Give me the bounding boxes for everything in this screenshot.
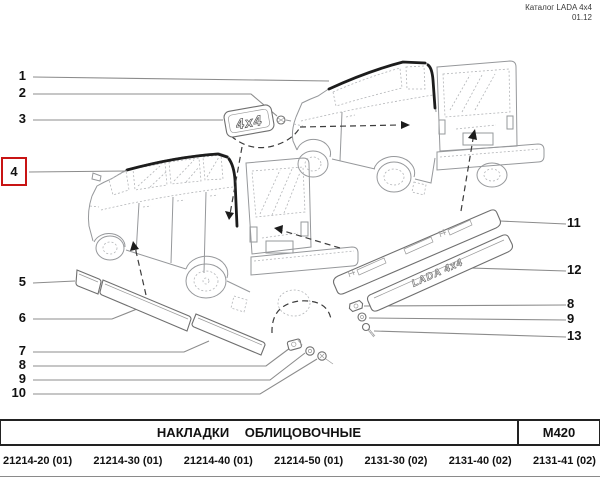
- callout-1[interactable]: 1: [18, 68, 26, 83]
- catalog-edition: 01.12: [571, 13, 592, 22]
- catalog-header: Каталог LADA 4x4 01.12: [525, 3, 592, 23]
- arrowhead: [401, 121, 410, 129]
- callout-3[interactable]: 3: [18, 111, 26, 126]
- callout-8-right[interactable]: 8: [567, 296, 575, 311]
- rear-panel-plate-upper: [332, 209, 502, 295]
- callout-13[interactable]: 13: [567, 328, 582, 343]
- callout-12[interactable]: 12: [567, 262, 582, 277]
- part-number[interactable]: 2131-30 (02): [364, 454, 428, 467]
- pillar-trim-3door: [426, 63, 437, 110]
- part-number[interactable]: 21214-50 (01): [274, 454, 344, 467]
- page-bottom-rule: [0, 476, 600, 477]
- side-trim-strips: [75, 269, 266, 356]
- roof-trim-3door: [327, 60, 427, 91]
- callout-9-right[interactable]: 9: [567, 311, 575, 326]
- applicability-row: 21214-20 (01) 21214-30 (01) 21214-40 (01…: [0, 447, 600, 474]
- callout-6[interactable]: 6: [18, 310, 26, 325]
- section-code: М420: [542, 425, 576, 440]
- arrowhead: [274, 225, 283, 234]
- arrowhead: [225, 211, 234, 220]
- callout-11[interactable]: 11: [567, 215, 581, 230]
- pillar-trim-5door: [227, 157, 239, 228]
- leader-lines: [28, 76, 567, 395]
- callout-5[interactable]: 5: [18, 274, 26, 289]
- vehicle-5door-drawing: [87, 152, 359, 317]
- roof-trim-5door: [125, 152, 229, 172]
- callout-10[interactable]: 10: [11, 385, 26, 400]
- part-number[interactable]: 2131-41 (02): [532, 454, 596, 467]
- callout-8[interactable]: 8: [18, 357, 26, 372]
- arrowhead: [130, 241, 139, 251]
- locator-dashes: [130, 121, 477, 334]
- part-number[interactable]: 2131-40 (02): [448, 454, 512, 467]
- vehicle-3door-drawing: [291, 60, 545, 196]
- catalog-name: Каталог LADA 4x4: [525, 3, 592, 12]
- part-number[interactable]: 21214-40 (01): [183, 454, 253, 467]
- parts-diagram: 4x4 LADA 4x4: [28, 60, 567, 395]
- callout-4[interactable]: 4: [10, 163, 18, 179]
- badge-label: 4x4: [234, 112, 264, 133]
- badge-4x4: 4x4: [223, 104, 275, 138]
- badge-screw: [276, 115, 292, 125]
- section-title: НАКЛАДКИ ОБЛИЦОВОЧНЫЕ: [1, 421, 519, 444]
- part-number[interactable]: 21214-30 (01): [93, 454, 163, 467]
- arrowhead: [468, 129, 477, 140]
- section-title-bar: НАКЛАДКИ ОБЛИЦОВОЧНЫЕ М420: [0, 419, 600, 446]
- callout-4-highlight[interactable]: 4: [1, 157, 27, 186]
- fasteners-left: [286, 338, 334, 365]
- callout-7[interactable]: 7: [18, 343, 26, 358]
- fasteners-right: [348, 299, 376, 338]
- callout-9[interactable]: 9: [18, 371, 26, 386]
- part-number[interactable]: 21214-20 (01): [3, 454, 73, 467]
- callout-2[interactable]: 2: [18, 85, 26, 100]
